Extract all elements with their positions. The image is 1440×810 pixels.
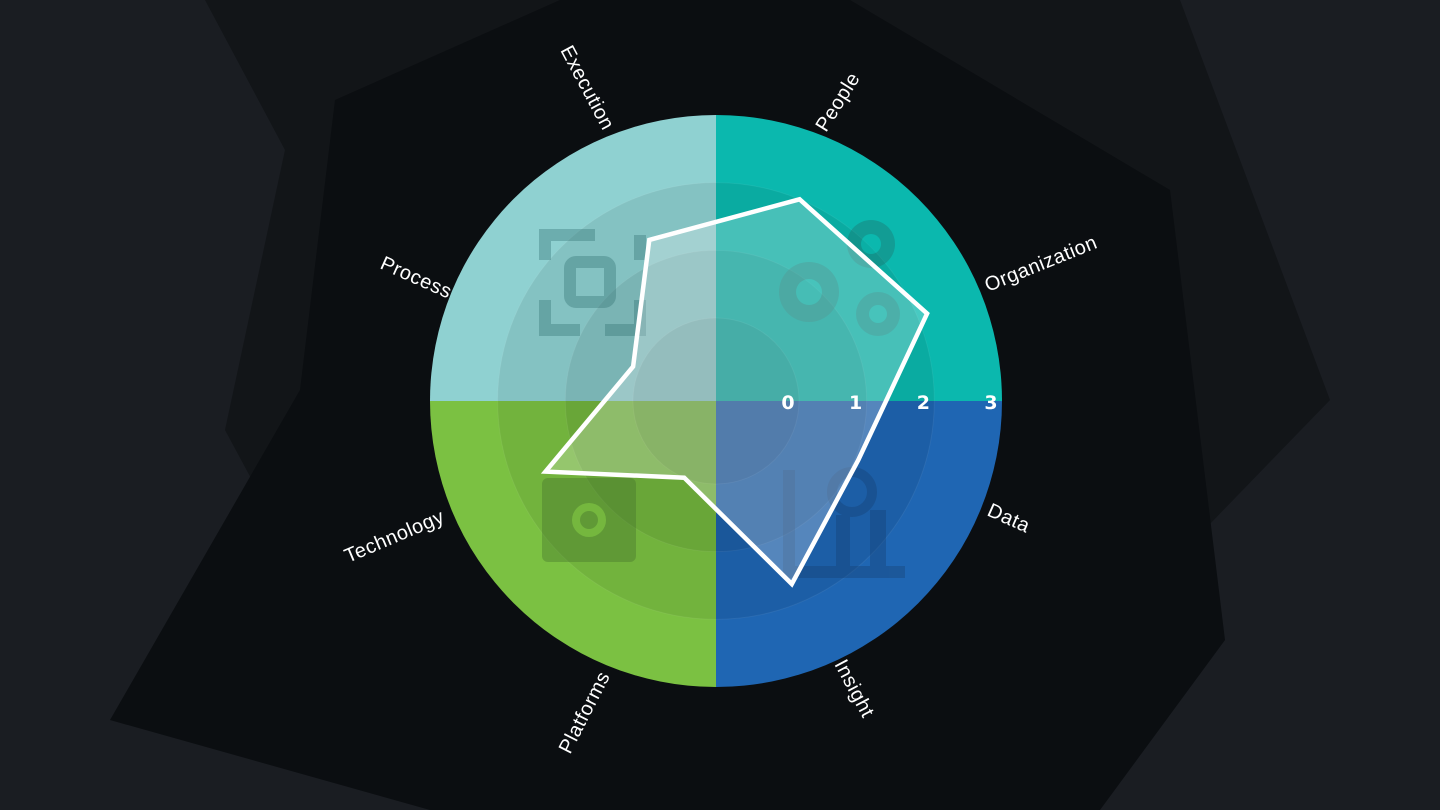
score-polygon: [540, 196, 930, 588]
scale-ticks: 0 1 2 3: [781, 392, 997, 414]
scale-ring: [497, 182, 935, 620]
chip-icon: [542, 478, 636, 562]
scale-tick-label: 0: [781, 392, 794, 414]
process-cycle-icon: [539, 229, 646, 336]
scale-tick-label: 2: [917, 392, 930, 414]
quadrant-icons: [539, 220, 905, 578]
quadrant-sector: [716, 401, 1002, 687]
quadrant-sector: [430, 401, 716, 687]
gears-icon: [779, 220, 900, 336]
score-polygon-shape: [540, 196, 930, 588]
scale-tick-label: 1: [849, 392, 862, 414]
quadrant-sector: [716, 115, 1002, 401]
data-insight-icon: [783, 467, 905, 578]
quadrant-sector: [430, 115, 716, 401]
scale-ring: [632, 317, 800, 485]
scale-tick-label: 3: [984, 392, 997, 414]
quadrant-sectors: [430, 115, 1002, 687]
